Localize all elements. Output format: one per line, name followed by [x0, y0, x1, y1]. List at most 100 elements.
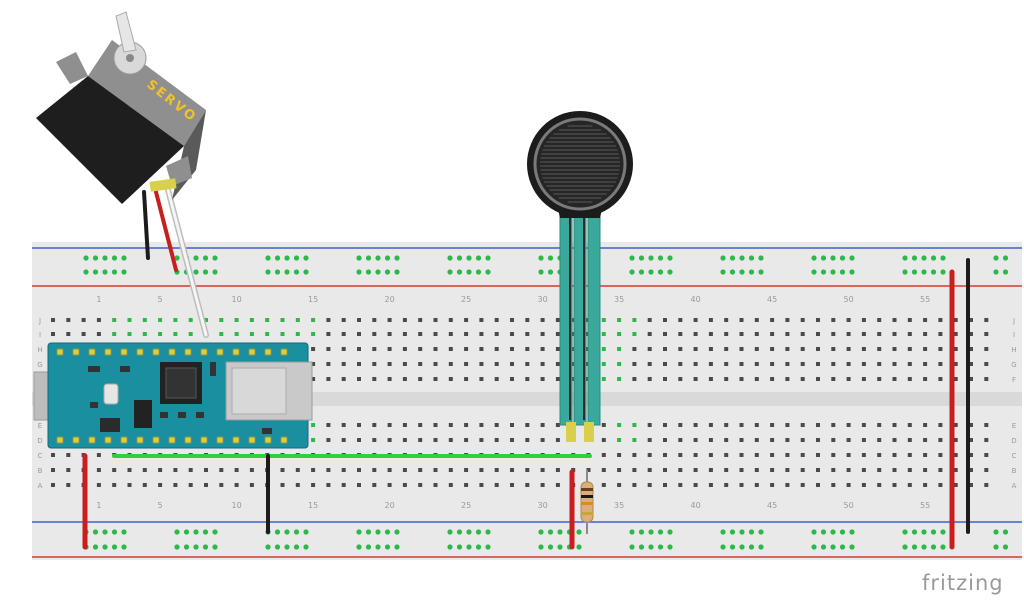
rail-hole [384, 255, 391, 261]
breadboard-hole [739, 483, 744, 487]
breadboard-hole [877, 362, 882, 366]
breadboard-hole [953, 377, 958, 381]
breadboard-hole [418, 318, 423, 322]
rail-hole [183, 529, 190, 535]
rail-hole [839, 529, 846, 535]
rail-hole [748, 529, 755, 535]
rail-hole [930, 269, 937, 275]
breadboard-hole [663, 453, 667, 457]
breadboard-hole [127, 468, 132, 472]
breadboard-hole [861, 423, 866, 427]
breadboard-hole [754, 332, 759, 336]
rail-hole [930, 544, 937, 550]
breadboard-hole [907, 332, 912, 336]
breadboard-hole [892, 483, 897, 487]
breadboard-hole [754, 453, 759, 457]
breadboard-hole [861, 453, 866, 457]
rail-hole [394, 529, 400, 535]
rail-hole [284, 529, 290, 535]
breadboard-hole [693, 347, 698, 351]
breadboard-hole [678, 468, 683, 472]
breadboard-hole [555, 468, 560, 472]
rail-hole [375, 544, 381, 550]
rail-hole [466, 255, 472, 261]
rail-hole [667, 544, 673, 550]
row-label: I [1013, 331, 1015, 339]
breadboard-hole [341, 332, 346, 336]
breadboard-hole [311, 332, 316, 336]
rail-hole [940, 255, 946, 261]
breadboard-hole [984, 483, 989, 487]
rail-hole [466, 529, 472, 535]
breadboard-hole [816, 332, 820, 336]
breadboard-hole [402, 362, 407, 366]
breadboard-hole [555, 377, 560, 381]
breadboard-hole [341, 438, 346, 442]
breadboard-hole [402, 438, 407, 442]
breadboard-hole [831, 318, 836, 322]
column-label: 1 [96, 295, 101, 304]
breadboard-hole [510, 468, 514, 472]
rail-hole [365, 544, 372, 550]
breadboard-hole [540, 438, 545, 442]
arduino-pin [280, 436, 288, 444]
breadboard-hole [494, 332, 499, 336]
rail-hole [284, 544, 290, 550]
rail-hole [739, 269, 745, 275]
breadboard-hole [525, 377, 530, 381]
sensor-pin-left [566, 422, 576, 442]
breadboard-hole [923, 468, 928, 472]
breadboard-hole [249, 483, 254, 487]
breadboard-hole [96, 332, 101, 336]
breadboard-hole [877, 468, 882, 472]
fritzing-watermark: fritzing [922, 571, 1004, 595]
breadboard-hole [693, 318, 698, 322]
breadboard-hole [953, 362, 958, 366]
breadboard-hole [464, 347, 469, 351]
breadboard-hole [219, 483, 224, 487]
breadboard-hole [770, 453, 775, 457]
breadboard-hole [402, 468, 407, 472]
breadboard-hole [66, 453, 71, 457]
breadboard-hole [739, 318, 744, 322]
breadboard-hole [555, 362, 560, 366]
breadboard-hole [249, 318, 254, 322]
breadboard-hole [800, 453, 805, 457]
rail-hole [547, 529, 554, 535]
breadboard-hole [938, 332, 943, 336]
rail-hole [902, 544, 908, 550]
rail-hole [739, 529, 745, 535]
breadboard-hole [525, 423, 530, 427]
arduino-pin [56, 348, 64, 356]
column-label: 10 [232, 501, 242, 510]
breadboard-hole [770, 438, 775, 442]
breadboard-hole [418, 483, 423, 487]
breadboard-hole [112, 332, 117, 336]
arduino-pin [216, 348, 224, 356]
breadboard-hole [372, 332, 377, 336]
breadboard-hole [494, 423, 499, 427]
breadboard-hole [724, 453, 729, 457]
rail-hole [303, 269, 309, 275]
breadboard-hole [448, 332, 453, 336]
breadboard-hole [647, 362, 652, 366]
rail-hole [638, 255, 645, 261]
breadboard-hole [617, 468, 622, 472]
breadboard-hole [861, 377, 866, 381]
rail-hole [940, 529, 946, 535]
rail-hole [811, 255, 817, 261]
row-label: B [1012, 467, 1017, 475]
breadboard-hole [540, 377, 545, 381]
breadboard-hole [892, 318, 897, 322]
rail-hole [729, 544, 736, 550]
breadboard-hole [555, 423, 560, 427]
rail-hole [648, 269, 654, 275]
breadboard-hole [846, 347, 851, 351]
breadboard-hole [678, 423, 683, 427]
breadboard-hole [861, 347, 866, 351]
sensor-pin-right [584, 422, 594, 442]
breadboard-hole [510, 483, 514, 487]
breadboard-hole [938, 318, 943, 322]
breadboard-hole [953, 332, 958, 336]
servo-body-front [36, 76, 184, 204]
